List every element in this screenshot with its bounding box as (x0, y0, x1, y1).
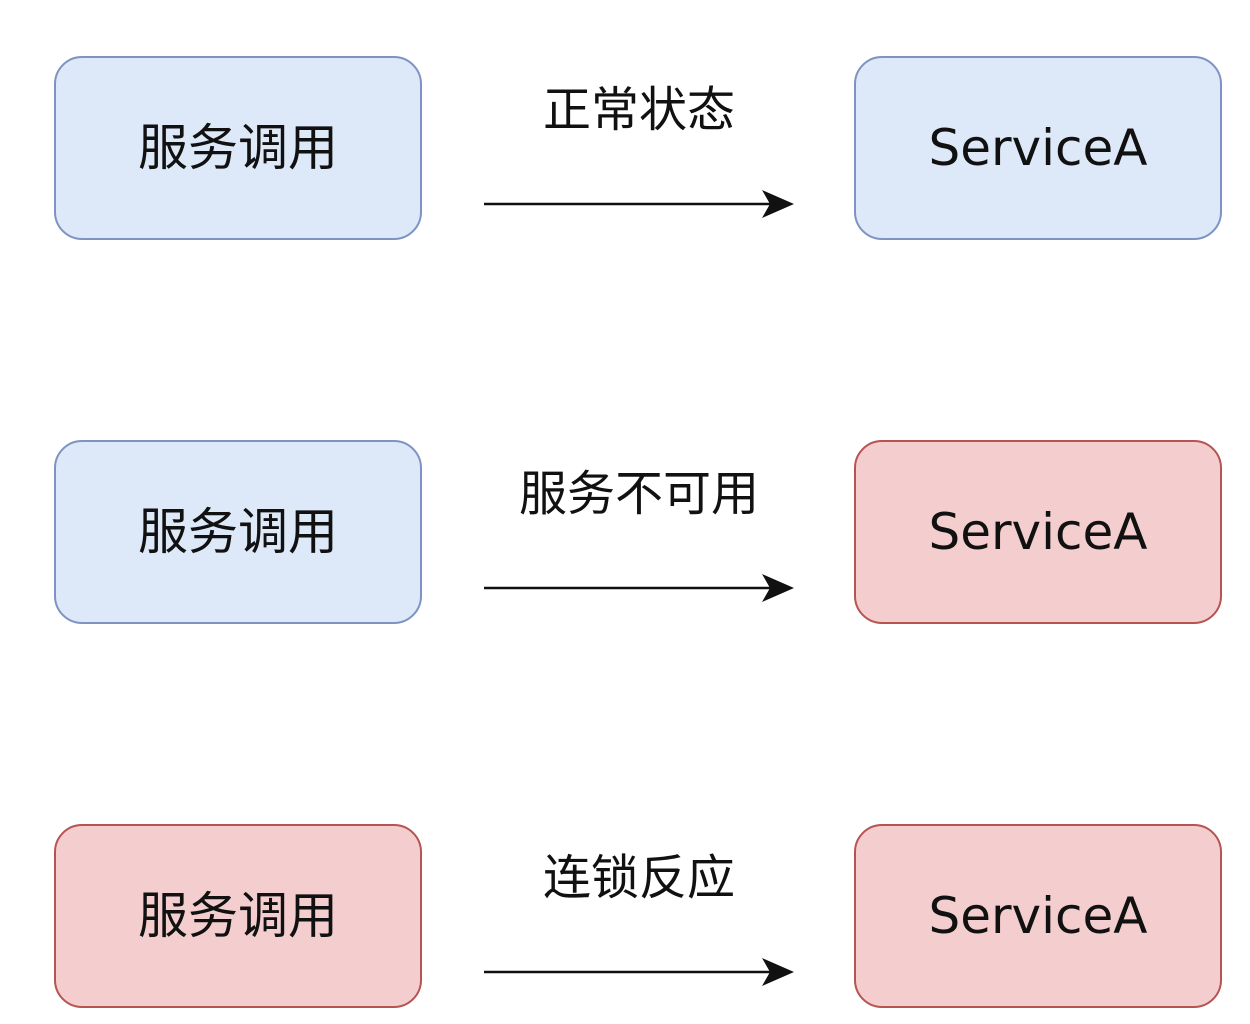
service-node: ServiceA (854, 824, 1222, 1008)
call-edge: 连锁反应 (484, 850, 794, 986)
edge-label: 正常状态 (542, 82, 735, 138)
caller-node: 服务调用 (54, 824, 422, 1008)
service-node-label: ServiceA (928, 119, 1148, 177)
diagram-row-cascade: 服务调用 连锁反应 ServiceA (0, 824, 1250, 1010)
arrow-right-icon (484, 958, 794, 986)
arrow-right-icon (484, 574, 794, 602)
caller-node-label: 服务调用 (138, 887, 338, 945)
call-edge: 服务不可用 (484, 470, 794, 602)
diagram-row-normal: 服务调用 正常状态 ServiceA (0, 56, 1250, 242)
service-node-label: ServiceA (928, 887, 1148, 945)
arrow-right-icon (484, 190, 794, 218)
service-node: ServiceA (854, 440, 1222, 624)
caller-node-label: 服务调用 (138, 503, 338, 561)
caller-node-label: 服务调用 (138, 119, 338, 177)
caller-node: 服务调用 (54, 56, 422, 240)
diagram-row-service-unavailable: 服务调用 服务不可用 ServiceA (0, 440, 1250, 626)
service-node-label: ServiceA (928, 503, 1148, 561)
service-node: ServiceA (854, 56, 1222, 240)
edge-label: 连锁反应 (542, 850, 735, 906)
call-edge: 正常状态 (484, 82, 794, 218)
edge-label: 服务不可用 (518, 466, 759, 522)
caller-node: 服务调用 (54, 440, 422, 624)
